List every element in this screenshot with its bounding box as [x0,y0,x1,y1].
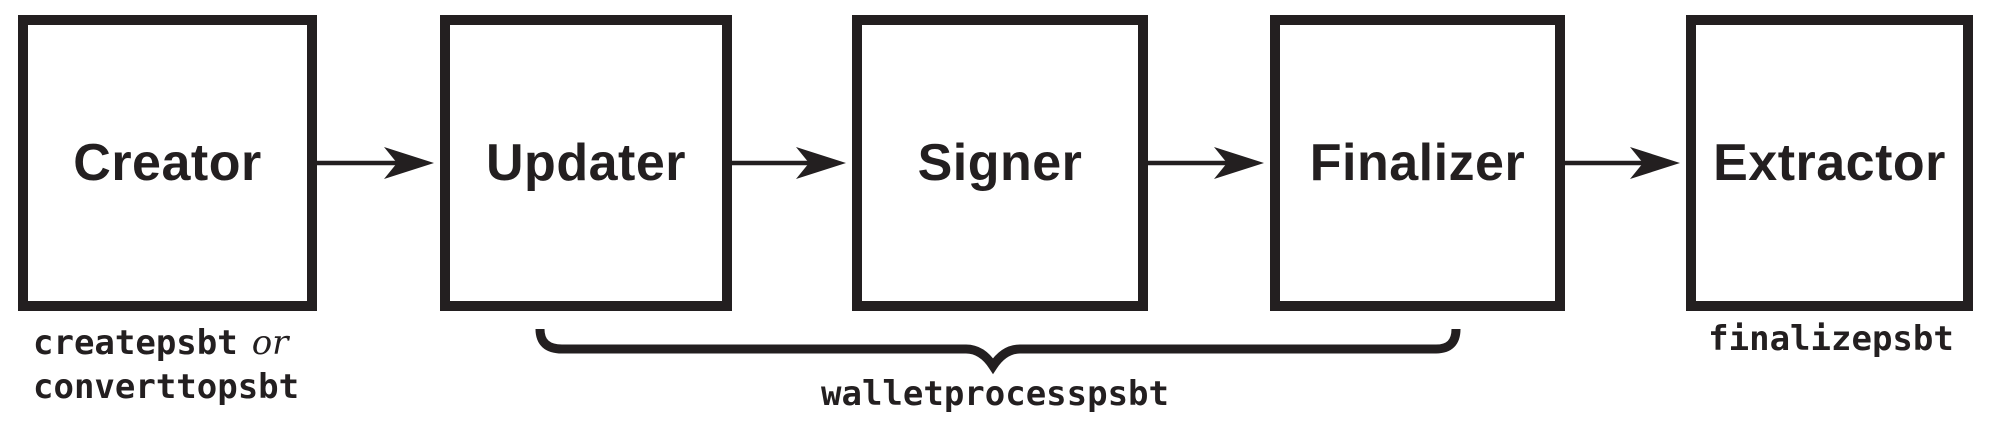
box-extractor: Extractor [1686,15,1973,311]
arrow-head-icon [384,147,434,179]
caption-walletprocesspsbt: walletprocesspsbt [821,372,1169,416]
conjunction-or: or [251,323,289,363]
box-signer-label: Signer [917,134,1083,192]
box-updater: Updater [440,15,732,311]
arrow-head-icon [796,147,846,179]
box-finalizer-label: Finalizer [1309,134,1526,192]
arrow-head-icon [1630,147,1680,179]
code-converttopsbt: converttopsbt [33,367,300,407]
arrow-signer-to-finalizer-icon [1148,147,1264,179]
box-creator: Creator [18,15,317,311]
arrow-creator-to-updater-icon [317,147,434,179]
arrow-head-icon [1214,147,1264,179]
box-signer: Signer [852,15,1148,311]
caption-creator-line2: converttopsbt [33,365,299,409]
caption-creator-line1: createpsbt or [33,321,299,365]
code-walletprocesspsbt: walletprocesspsbt [821,374,1169,414]
box-extractor-label: Extractor [1713,134,1946,192]
arrow-finalizer-to-extractor-icon [1565,147,1680,179]
caption-creator-rpc: createpsbt or converttopsbt [33,321,299,409]
box-finalizer: Finalizer [1270,15,1565,311]
arrow-updater-to-signer-icon [732,147,846,179]
caption-finalizepsbt: finalizepsbt [1708,317,1954,361]
box-creator-label: Creator [73,134,262,192]
code-finalizepsbt: finalizepsbt [1708,319,1954,359]
code-createpsbt: createpsbt [33,323,238,363]
underbrace-icon [535,328,1461,375]
box-updater-label: Updater [486,134,686,192]
